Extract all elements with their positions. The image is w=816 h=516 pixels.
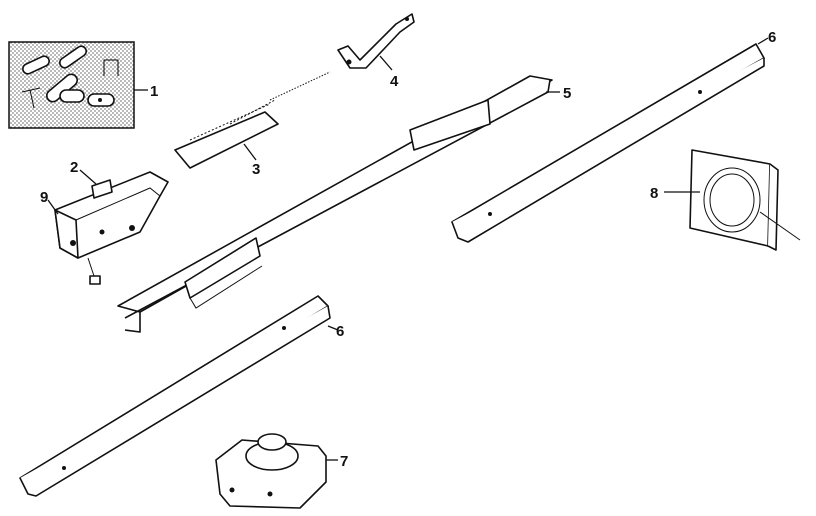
part-2-trolley — [54, 171, 169, 285]
callout-2: 2 — [70, 159, 78, 176]
part-4-bracket — [337, 13, 415, 69]
part-8-wall-plate — [689, 149, 801, 251]
part-7-pulley-bracket — [215, 433, 327, 509]
callout-4: 4 — [390, 73, 399, 90]
callout-7: 7 — [340, 453, 348, 470]
part-5-main-rail — [117, 75, 553, 333]
link-pieces-icon — [21, 45, 119, 109]
callout-3: 3 — [252, 161, 260, 178]
callout-5: 5 — [563, 85, 571, 102]
callout-8: 8 — [650, 185, 658, 202]
callout-6-upper: 6 — [768, 29, 776, 46]
callout-9: 9 — [40, 189, 48, 206]
part-6-rail-upper — [451, 43, 765, 243]
callout-1: 1 — [150, 83, 158, 100]
part-6-rail-lower — [19, 295, 331, 497]
part-1-hardware-kit — [8, 41, 135, 129]
leader-lines — [47, 37, 769, 461]
callout-6-lower: 6 — [336, 323, 344, 340]
part-3-spring-assembly — [174, 71, 331, 169]
